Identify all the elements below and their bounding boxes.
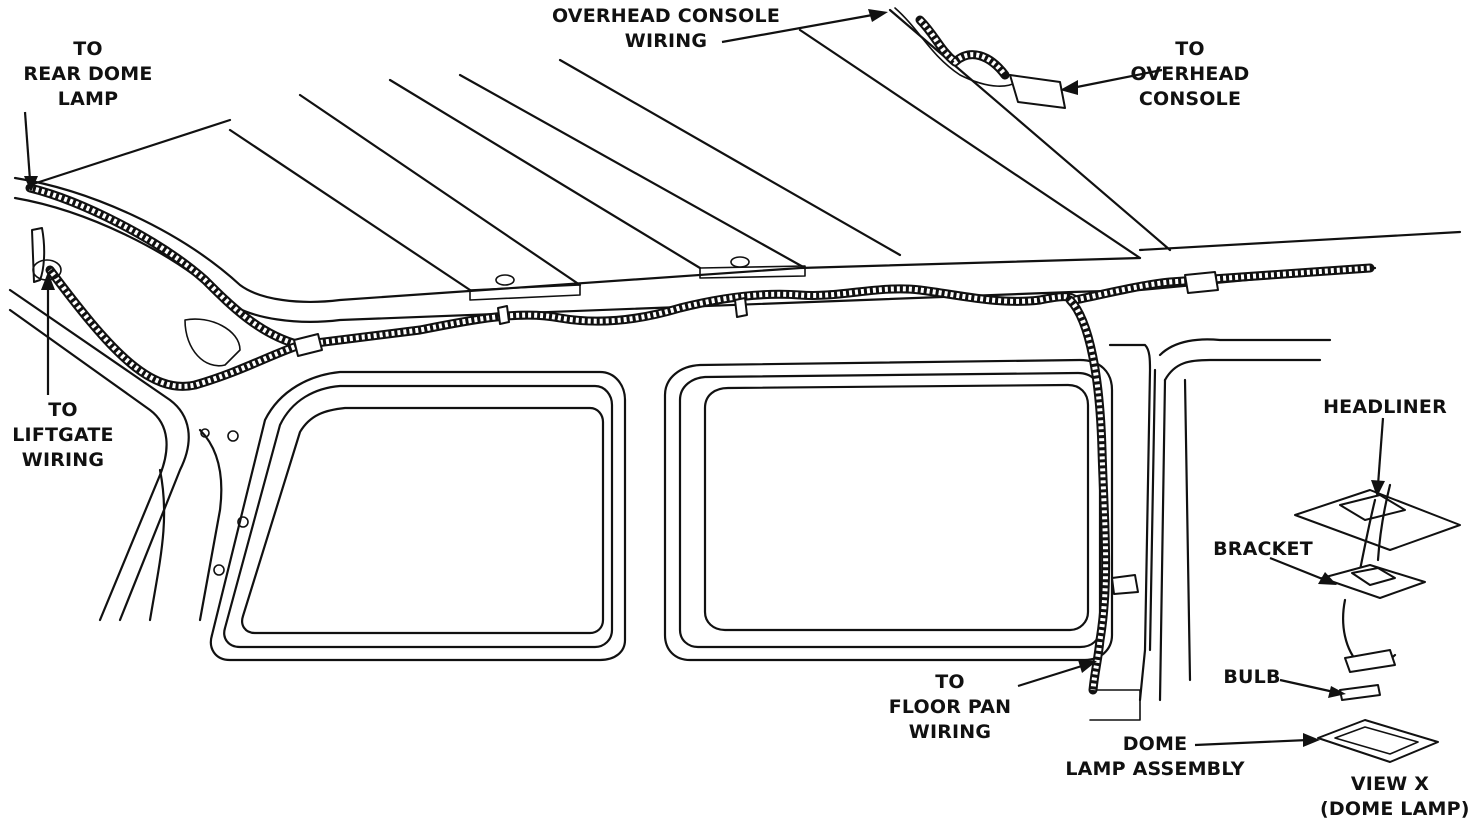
door-pillar	[1089, 338, 1332, 721]
label-overhead-console-wiring: OVERHEAD CONSOLE WIRING	[551, 5, 781, 52]
label-to-liftgate-wiring: TO LIFTGATE WIRING	[12, 399, 114, 471]
leader-arrows	[23, 9, 1385, 747]
quarter-window-rear	[209, 370, 627, 662]
label-dome-lamp-assembly: DOME LAMP ASSEMBLY	[1065, 733, 1245, 780]
label-to-rear-dome-lamp: TO REAR DOME LAMP	[23, 38, 153, 110]
label-bulb: BULB	[1223, 666, 1281, 688]
label-view-x: VIEW X (DOME LAMP)	[1320, 773, 1470, 820]
wiring-harness	[25, 15, 1375, 695]
label-to-overhead-console: TO OVERHEAD CONSOLE	[1130, 38, 1250, 110]
liftgate-pillar	[8, 288, 249, 622]
roof-panel	[13, 7, 1462, 323]
label-headliner: HEADLINER	[1323, 396, 1447, 418]
label-bracket: BRACKET	[1213, 538, 1313, 560]
dome-lamp-exploded-view	[1294, 483, 1461, 763]
label-to-floor-pan-wiring: TO FLOOR PAN WIRING	[888, 671, 1012, 743]
quarter-window-front	[663, 358, 1114, 662]
